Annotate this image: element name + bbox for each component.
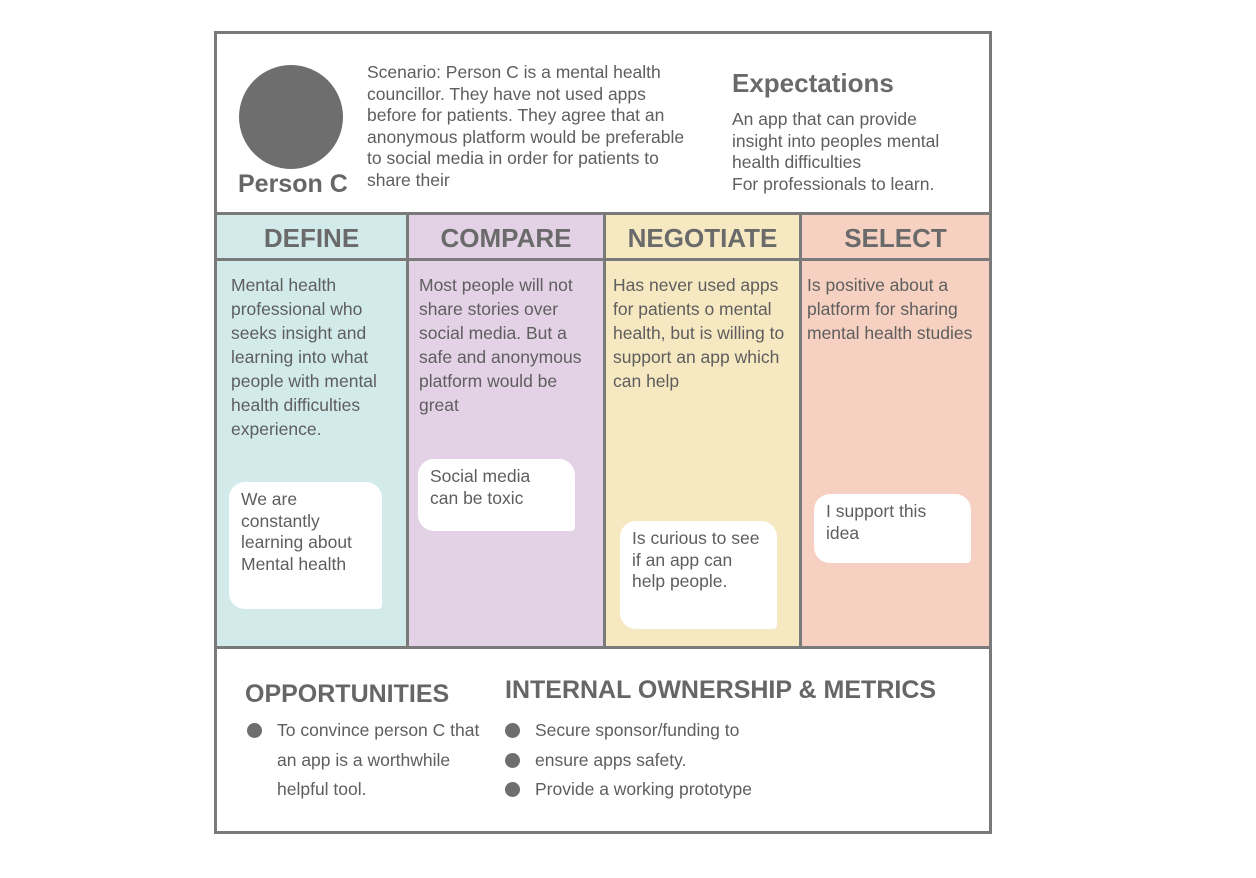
quote-bubble: Is curious to see if an app can help peo…: [620, 521, 777, 629]
column-description: Has never used apps for patients o menta…: [613, 275, 785, 391]
list-item: Provide a working prototype: [505, 775, 805, 805]
bullet-dot-icon: [505, 723, 520, 738]
scenario-text: Scenario: Person C is a mental health co…: [367, 62, 685, 190]
expectations-text: An app that can provide insight into peo…: [732, 109, 977, 195]
list-item-text: Provide a working prototype: [535, 779, 752, 799]
column-description: Mental health professional who seeks ins…: [231, 275, 377, 439]
quote-bubble: Social media can be toxic: [418, 459, 575, 531]
column-heading: SELECT: [802, 215, 989, 261]
journey-columns: DEFINE Mental health professional who se…: [217, 212, 989, 649]
list-item: To convince person C that an app is a wo…: [247, 716, 487, 805]
opportunities-title: OPPORTUNITIES: [245, 680, 450, 708]
column-description: Most people will not share stories over …: [419, 275, 582, 415]
avatar: [239, 65, 343, 169]
column-define: DEFINE Mental health professional who se…: [217, 215, 406, 646]
opportunities-list: To convince person C that an app is a wo…: [247, 716, 487, 805]
quote-bubble: We are constantly learning about Mental …: [229, 482, 382, 609]
expectations-title: Expectations: [732, 68, 894, 98]
column-heading: NEGOTIATE: [606, 215, 799, 261]
column-negotiate: NEGOTIATE Has never used apps for patien…: [606, 215, 799, 646]
column-heading: DEFINE: [217, 215, 406, 261]
bullet-dot-icon: [505, 752, 520, 768]
list-item-text: Secure sponsor/funding to: [535, 720, 740, 740]
column-divider: [406, 215, 409, 646]
column-divider: [603, 215, 606, 646]
list-item: ensure apps safety.: [505, 746, 805, 776]
metrics-title: INTERNAL OWNERSHIP & METRICS: [505, 676, 937, 704]
column-description: Is positive about a platform for sharing…: [807, 275, 973, 343]
list-item-text: To convince person C that an app is a wo…: [277, 720, 480, 799]
column-select: SELECT Is positive about a platform for …: [802, 215, 989, 646]
list-item-text: ensure apps safety.: [535, 749, 687, 770]
bullet-dot-icon: [247, 723, 262, 738]
expectations-line: For professionals to learn.: [732, 173, 935, 194]
metrics-list: Secure sponsor/funding to ensure apps sa…: [505, 716, 805, 805]
quote-bubble: I support this idea: [814, 494, 971, 563]
list-item: Secure sponsor/funding to: [505, 716, 805, 746]
column-compare: COMPARE Most people will not share stori…: [409, 215, 603, 646]
persona-card: Person C Scenario: Person C is a mental …: [214, 31, 992, 834]
expectations-line: insight into peoples mental: [732, 130, 940, 151]
column-heading: COMPARE: [409, 215, 603, 261]
bullet-dot-icon: [505, 782, 520, 797]
column-divider: [799, 215, 802, 646]
expectations-line: health difficulties: [732, 152, 862, 172]
persona-name: Person C: [238, 170, 348, 198]
expectations-line: An app that can provide: [732, 109, 917, 129]
